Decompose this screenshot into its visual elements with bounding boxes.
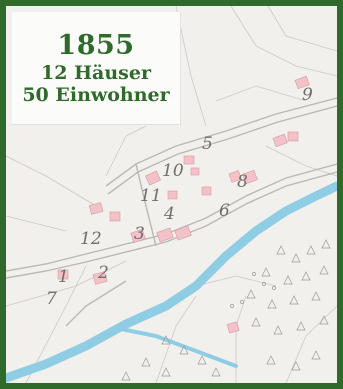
house-numbers: 1 7 2 12 3 11 10 4 5 6 8 9: [46, 85, 313, 309]
house-number-11: 11: [140, 186, 162, 206]
river-branch: [114, 326, 238, 368]
house-number-4: 4: [163, 204, 175, 224]
residents-count: 50 Einwohner: [22, 83, 170, 106]
house-number-1: 1: [58, 267, 69, 287]
year-label: 1855: [57, 29, 135, 61]
house-number-5: 5: [202, 134, 213, 154]
historic-map: 1 7 2 12 3 11 10 4 5 6 8 9 1855 12 Häuse…: [6, 6, 337, 383]
houses: [57, 75, 310, 334]
house-number-2: 2: [97, 263, 109, 283]
house-number-10: 10: [162, 161, 184, 181]
house-number-6: 6: [219, 201, 230, 221]
house-number-12: 12: [80, 229, 102, 249]
house-number-3: 3: [134, 224, 145, 244]
houses-count: 12 Häuser: [41, 61, 151, 84]
info-box: 1855 12 Häuser 50 Einwohner: [12, 12, 181, 125]
house-number-8: 8: [237, 172, 248, 192]
house-number-7: 7: [46, 289, 57, 309]
map-canvas: 1 7 2 12 3 11 10 4 5 6 8 9: [6, 6, 337, 383]
tree-symbols: [121, 239, 331, 381]
river: [6, 181, 337, 383]
house-number-9: 9: [302, 85, 313, 105]
